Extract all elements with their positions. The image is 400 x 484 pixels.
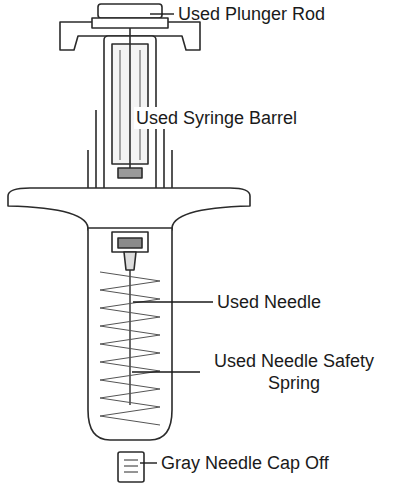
part-label: Used Needle Safety Spring	[204, 350, 384, 394]
part-label: Used Needle	[217, 291, 321, 313]
plunger-rod	[129, 28, 131, 170]
needle-cap	[118, 452, 144, 482]
plunger-collar	[92, 18, 168, 28]
needle-guard	[88, 228, 172, 440]
leader-line	[133, 301, 213, 302]
safety-spring	[100, 272, 160, 425]
plunger-stopper	[118, 168, 142, 178]
part-label: Used Syringe Barrel	[134, 107, 299, 129]
needle	[129, 252, 130, 405]
leader-line	[132, 371, 200, 372]
finger-flange	[8, 188, 250, 230]
plunger-cap	[98, 4, 162, 18]
part-label: Gray Needle Cap Off	[161, 452, 329, 474]
leader-line	[140, 462, 157, 463]
leader-line	[150, 13, 174, 14]
part-label: Used Plunger Rod	[178, 3, 325, 25]
